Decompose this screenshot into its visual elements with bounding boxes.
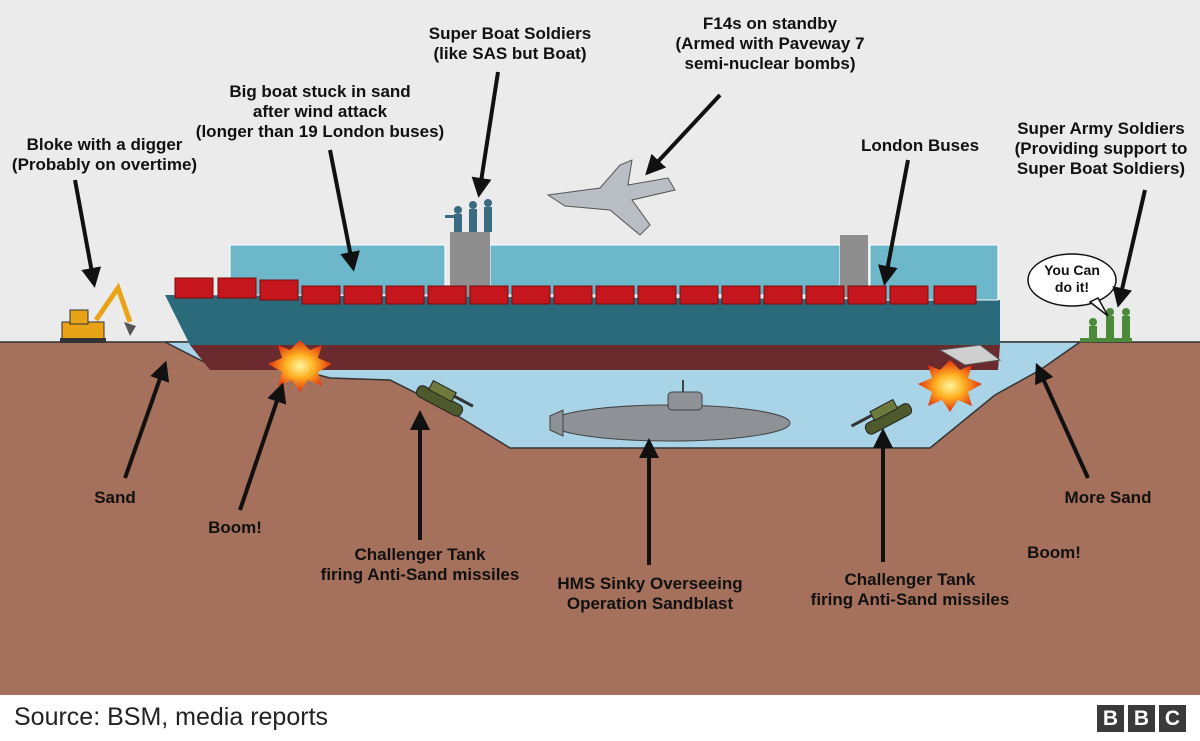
f14-jet (546, 159, 676, 236)
label-army: Super Army Soldiers (Providing support t… (1014, 119, 1188, 178)
label-boat: Big boat stuck in sand after wind attack… (195, 82, 445, 141)
label-buses: London Buses (860, 136, 980, 155)
bbc-logo-letter: B (1128, 705, 1155, 732)
label-tank-left: Challenger Tank firing Anti-Sand missile… (320, 545, 520, 584)
source-text: Source: BSM, media reports (14, 703, 329, 731)
label-submarine: HMS Sinky Overseeing Operation Sandblast (557, 574, 743, 613)
explosion-right (918, 360, 982, 412)
army-soldiers (1080, 308, 1132, 342)
tank-right (850, 398, 913, 435)
tank-left (415, 379, 474, 417)
bbc-logo-letter: C (1159, 705, 1186, 732)
explosion-left (268, 340, 332, 392)
boat-soldiers (445, 199, 492, 232)
label-boat-soldiers: Super Boat Soldiers (like SAS but Boat) (428, 24, 592, 63)
london-buses (174, 277, 977, 305)
label-boom-right: Boom! (1027, 543, 1081, 562)
label-more-sand: More Sand (1064, 488, 1152, 507)
suez-scene (0, 0, 1200, 695)
bbc-logo: B B C (1097, 705, 1186, 732)
bbc-logo-letter: B (1097, 705, 1124, 732)
submarine (549, 380, 791, 442)
label-sand: Sand (94, 488, 136, 507)
digger (60, 282, 136, 343)
annotation-arrows (73, 71, 1147, 565)
speech-text: You Can do it! (1044, 262, 1100, 295)
speech-bubble (1027, 253, 1117, 317)
label-f14: F14s on standby (Armed with Paveway 7 se… (675, 14, 865, 73)
label-tank-right: Challenger Tank firing Anti-Sand missile… (810, 570, 1010, 609)
label-boom-left: Boom! (208, 518, 262, 537)
label-digger: Bloke with a digger (Probably on overtim… (11, 135, 198, 174)
footer: Source: BSM, media reports B B C (0, 695, 1200, 741)
